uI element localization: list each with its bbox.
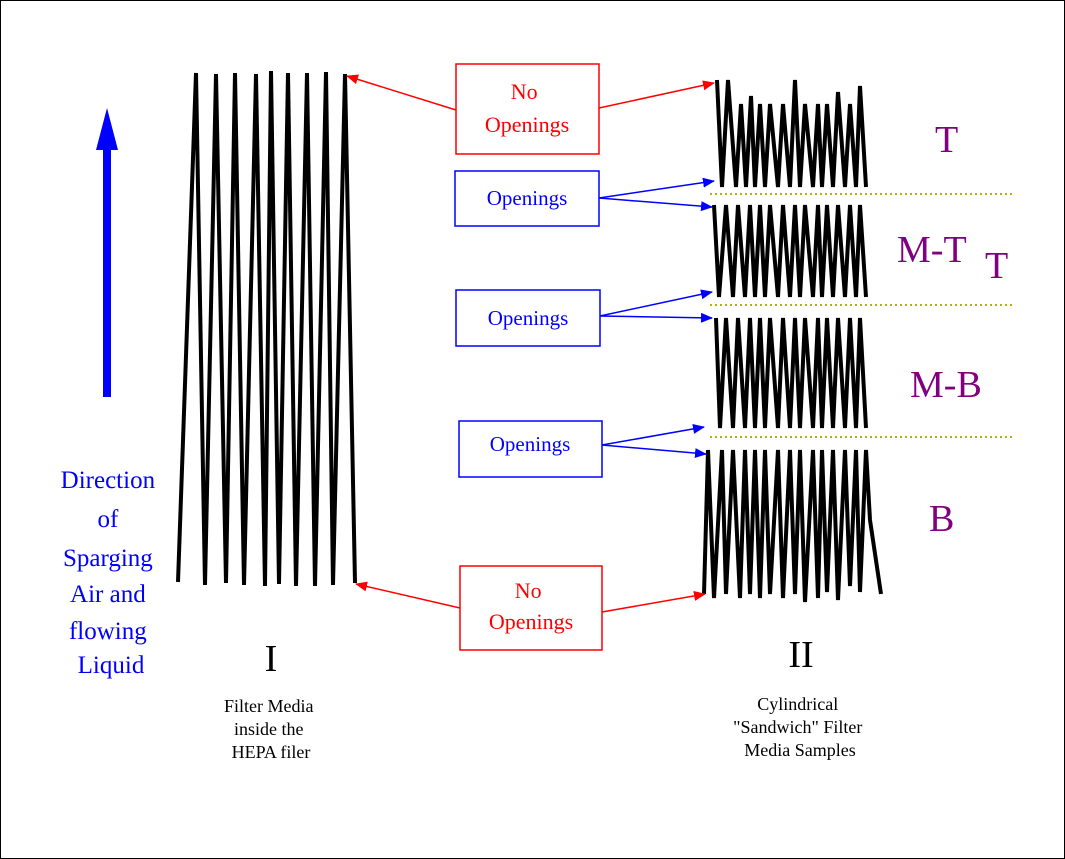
openings-callout-1: Openings	[454, 170, 715, 227]
panel-II-caption: Cylindrical "Sandwich" Filter Media Samp…	[733, 694, 867, 760]
section-label-MT: M-T T	[897, 229, 1008, 287]
svg-text:No Openings: No Openings	[489, 578, 573, 634]
svg-text:Openings: Openings	[490, 432, 571, 456]
filter-media-zigzag-I	[176, 70, 357, 587]
svg-text:T: T	[985, 245, 1008, 287]
section-dividers	[710, 193, 1012, 438]
no-openings-top-callout: No Openings	[346, 63, 715, 155]
svg-text:Openings: Openings	[488, 306, 569, 330]
no-openings-bottom-callout: No Openings	[355, 565, 706, 651]
direction-arrow	[96, 108, 118, 397]
direction-label: Direction of Sparging Air and flowing Li…	[61, 467, 162, 679]
section-label-MB: M-B	[910, 364, 982, 406]
section-label-B: B	[929, 498, 954, 540]
svg-text:No Openings: No Openings	[485, 79, 569, 137]
openings-callout-3: Openings	[458, 420, 707, 478]
svg-text:Openings: Openings	[487, 186, 568, 210]
panel-II-numeral: II	[788, 634, 813, 676]
svg-text:M-T: M-T	[897, 229, 967, 271]
openings-callout-2: Openings	[455, 289, 713, 347]
panel-I-caption: Filter Media inside the HEPA filer	[224, 696, 318, 762]
section-label-T: T	[935, 119, 958, 161]
panel-I-numeral: I	[265, 638, 278, 680]
filter-media-zigzag-II	[702, 79, 883, 603]
